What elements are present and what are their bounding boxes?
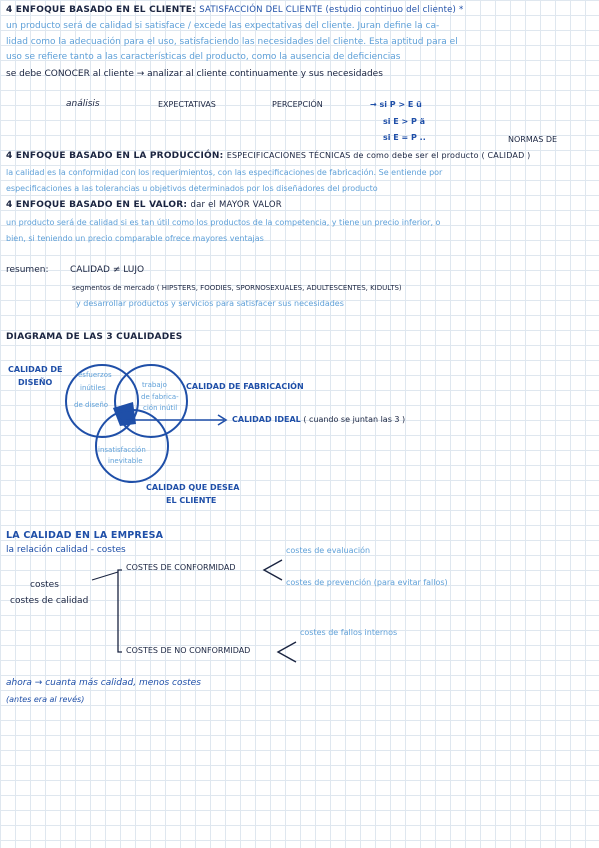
empresa-footer-1: ahora → cuanta más calidad, menos costes xyxy=(6,678,201,688)
costes-conformidad: COSTES DE CONFORMIDAD xyxy=(126,563,236,572)
formula-percepcion: PERCEPCIÓN xyxy=(272,100,323,109)
region-bottom-1: insatisfacción xyxy=(98,446,146,454)
region-right-3: ción inútil xyxy=(143,404,178,412)
heading-valor-rest: dar el MAYOR VALOR xyxy=(190,200,282,210)
label-diseno-2: DISEÑO xyxy=(18,378,53,387)
costes-connector xyxy=(91,571,119,581)
costes-evaluacion: costes de evaluación xyxy=(286,546,371,555)
resumen-line-1: CALIDAD ≠ LUJO xyxy=(70,265,145,275)
costes-label: costes xyxy=(30,580,59,590)
label-diseno-1: CALIDAD DE xyxy=(8,365,63,374)
cliente-line-1: un producto será de calidad si satisface… xyxy=(6,21,440,31)
formula-expectativas: EXPECTATIVAS xyxy=(158,100,216,109)
heading-valor-title: 4 ENFOQUE BASADO EN EL VALOR: xyxy=(6,200,188,210)
formula-rule-1: → si P > E ü xyxy=(370,100,422,109)
resumen-line-3: y desarrollar productos y servicios para… xyxy=(76,299,344,308)
venn-circle-fabricacion xyxy=(114,364,188,438)
produccion-line-1: la calidad es la conformidad con los req… xyxy=(6,168,443,177)
heading-produccion-title: 4 ENFOQUE BASADO EN LA PRODUCCIÓN: xyxy=(6,151,224,161)
ideal-arrow-head xyxy=(217,414,228,426)
costes-prevencion: costes de prevención (para evitar fallos… xyxy=(286,578,448,587)
label-ideal-text: CALIDAD IDEAL xyxy=(232,415,301,424)
region-top-3: de diseño xyxy=(74,401,109,409)
label-desea-1: CALIDAD QUE DESEA xyxy=(146,483,240,492)
formula-rule-2: si E > P ä xyxy=(383,117,426,126)
valor-line-1: un producto será de calidad si es tan út… xyxy=(6,218,441,227)
venn-circle-diseno xyxy=(65,364,139,438)
formula-rule-3: si E = P .. xyxy=(383,133,426,142)
heading-cliente: 4 ENFOQUE BASADO EN EL CLIENTE: SATISFAC… xyxy=(6,6,463,15)
label-ideal: CALIDAD IDEAL ( cuando se juntan las 3 ) xyxy=(232,416,405,424)
costes-fallos: costes de fallos internos xyxy=(300,628,398,637)
cliente-line-2: lidad como la adecuación para el uso, sa… xyxy=(6,37,458,47)
venn-circle-cliente xyxy=(95,409,169,483)
formula-analisis: análisis xyxy=(66,99,100,109)
cliente-line-3: uso se refiere tanto a las característic… xyxy=(6,52,401,62)
conformidad-chevron xyxy=(262,559,283,581)
valor-line-2: bien, si teniendo un precio comparable o… xyxy=(6,234,264,243)
label-fabricacion: CALIDAD DE FABRICACIÓN xyxy=(186,382,304,391)
heading-produccion-rest: ESPECIFICACIONES TÉCNICAS de como debe s… xyxy=(226,151,531,160)
costes-no-conformidad: COSTES DE NO CONFORMIDAD xyxy=(126,646,251,655)
heading-valor: 4 ENFOQUE BASADO EN EL VALOR: dar el MAY… xyxy=(6,201,282,210)
region-top-2: inútiles xyxy=(80,384,106,392)
cliente-note: se debe CONOCER al cliente → analizar al… xyxy=(6,69,383,79)
heading-produccion: 4 ENFOQUE BASADO EN LA PRODUCCIÓN: ESPEC… xyxy=(6,152,531,161)
empresa-title: LA CALIDAD EN LA EMPRESA xyxy=(6,530,164,541)
label-ideal-note: ( cuando se juntan las 3 ) xyxy=(303,415,406,424)
resumen-label: resumen: xyxy=(6,265,49,275)
costes-calidad-label: costes de calidad xyxy=(10,596,89,606)
no-conformidad-chevron xyxy=(276,641,297,663)
region-bottom-2: inevitable xyxy=(108,457,143,465)
heading-cliente-rest: SATISFACCIÓN DEL CLIENTE (estudio contin… xyxy=(199,5,464,15)
region-right-1: trabajo xyxy=(142,381,167,389)
region-top-1: esfuerzos xyxy=(78,371,112,379)
formula-normas: NORMAS DE xyxy=(508,135,558,144)
empresa-subtitle: la relación calidad - costes xyxy=(6,545,126,555)
label-desea-2: EL CLIENTE xyxy=(166,496,217,505)
empresa-footer-2: (antes era al revés) xyxy=(6,695,85,704)
heading-cliente-title: 4 ENFOQUE BASADO EN EL CLIENTE: xyxy=(6,5,196,15)
resumen-line-2: segmentos de mercado ( HIPSTERS, FOODIES… xyxy=(72,284,402,292)
produccion-line-2: especificaciones a las tolerancias u obj… xyxy=(6,184,378,193)
region-right-2: de fabrica- xyxy=(141,393,179,401)
diagram-title: DIAGRAMA DE LAS 3 CUALIDADES xyxy=(6,332,183,342)
costes-bracket xyxy=(117,569,122,653)
